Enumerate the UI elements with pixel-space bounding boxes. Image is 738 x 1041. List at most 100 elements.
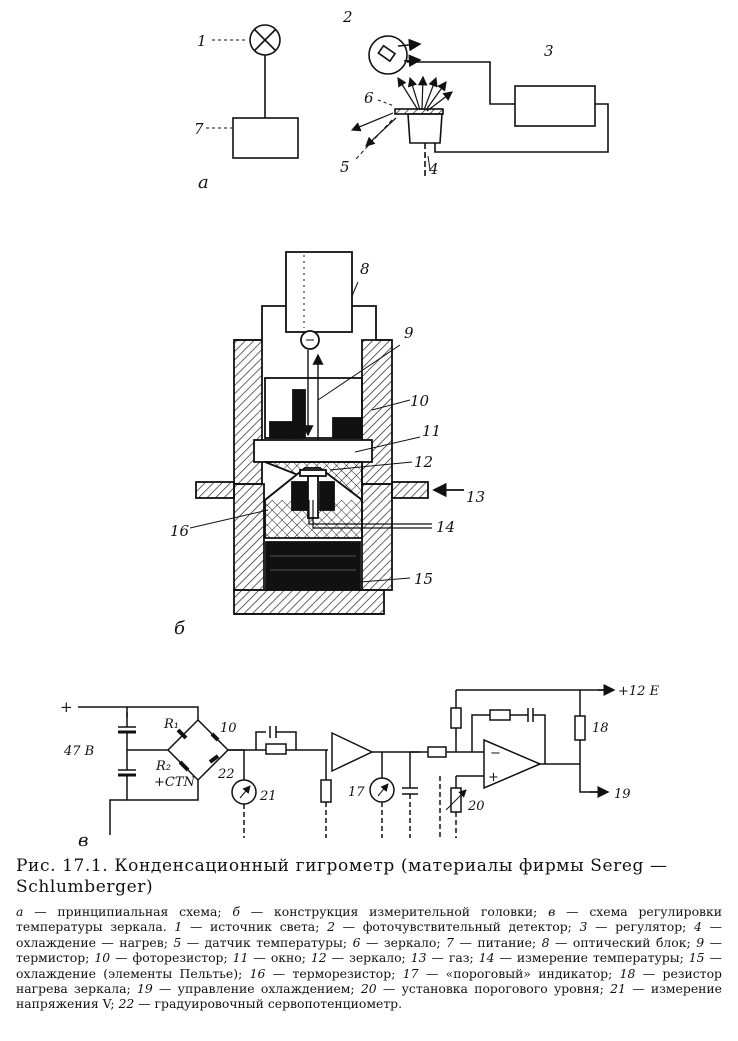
label-15: 15	[414, 570, 433, 588]
legend-text: — установка порогового уровня;	[376, 981, 611, 997]
legend-text: — резистор нагрева зеркала;	[16, 965, 722, 997]
legend-key: 4	[694, 919, 702, 935]
panel-b-labels: 8 9 10 11 12 13 14 15 16 б	[170, 260, 485, 639]
legend-text: — принципиальная схема;	[23, 904, 233, 919]
legend-key: 9	[696, 934, 705, 950]
legend-key: 21	[610, 981, 626, 997]
panel-v	[78, 684, 616, 838]
legend-key: б	[232, 904, 240, 919]
label-20: 20	[467, 799, 485, 814]
legend-key: 12	[310, 950, 327, 966]
legend-key: в	[548, 904, 556, 919]
legend-key: а	[16, 904, 24, 919]
panel-b	[189, 251, 464, 615]
legend-text: — источник света;	[182, 919, 328, 935]
opamp-triangle	[483, 738, 542, 790]
gas-inlet-right	[391, 481, 429, 499]
gas-inlet-left	[195, 481, 235, 499]
label-18: 18	[592, 721, 609, 736]
figure-caption-legend: а — принципиальная схема; б — конструкци…	[16, 904, 722, 1012]
legend-key: 1	[174, 919, 183, 935]
label-7: 7	[194, 120, 204, 138]
label-14: 14	[436, 518, 455, 536]
panel-b-label: б	[174, 618, 186, 639]
photoresistor-left	[292, 389, 306, 439]
mirror-assembly	[350, 75, 453, 176]
label-2: 2	[342, 8, 353, 26]
label-12: 12	[414, 453, 433, 471]
legend-text: — зеркало;	[360, 934, 447, 950]
legend-key: 10	[94, 950, 111, 966]
legend-key: 22	[118, 996, 135, 1012]
legend-text: — охлаждение — нагрев;	[16, 919, 723, 950]
label-ctn: +CTN	[154, 775, 196, 790]
light-source-lamp	[249, 24, 281, 118]
panel-a-labels: 1 2 3 4 5 6 7 а	[194, 8, 554, 193]
label-10-circuit: 10	[220, 721, 237, 736]
legend-text: — градуировочный сервопотенциометр.	[134, 996, 403, 1012]
legend-text: — управление охлаждением;	[152, 981, 361, 997]
plus-label: +	[60, 698, 73, 716]
legend-key: 6	[352, 934, 361, 950]
photodetector	[368, 35, 422, 75]
panel-a-label: а	[198, 172, 209, 193]
legend-key: 19	[136, 981, 153, 997]
legend-text: — оптический блок;	[549, 934, 697, 950]
label-19: 19	[614, 787, 631, 802]
threshold-indicator-17	[369, 777, 395, 803]
legend-key: 13	[410, 950, 427, 966]
heater-resistor-18	[574, 715, 586, 741]
legend-key: 14	[478, 950, 495, 966]
legend-text: — «пороговый» индикатор;	[418, 965, 620, 981]
legend-text: — регулятор;	[587, 919, 695, 935]
legend-key: 11	[232, 950, 249, 966]
peltier-elements	[265, 541, 361, 591]
label-22: 22	[217, 767, 235, 782]
label-6: 6	[364, 89, 374, 107]
legend-key: 17	[402, 965, 419, 981]
legend-text: — измерение напряжения V;	[16, 981, 723, 1012]
legend-text: — питание;	[453, 934, 542, 950]
label-9: 9	[404, 324, 414, 342]
label-r1: R₁	[163, 717, 179, 732]
label-r2: R₂	[155, 759, 171, 774]
label-11: 11	[422, 422, 441, 440]
legend-text: — датчик температуры;	[181, 934, 353, 950]
legend-key: 16	[249, 965, 266, 981]
label-21: 21	[259, 789, 277, 804]
legend-key: 2	[327, 919, 335, 935]
thermistor-block	[291, 481, 309, 511]
amplifier-triangle	[331, 731, 374, 773]
label-4: 4	[428, 160, 439, 178]
housing-base	[233, 589, 385, 615]
panel-v-labels: + 47 В R₁ R₂ +CTN 10 22 21 17 18 19 20 +…	[60, 684, 660, 851]
window-plate	[253, 439, 373, 463]
label-plus12: +12 Е	[618, 684, 660, 699]
optical-block	[285, 251, 353, 333]
label-16: 16	[170, 522, 190, 540]
voltmeter-21	[231, 779, 257, 805]
legend-key: 18	[619, 965, 636, 981]
legend-text: — конструкция измерительной головки;	[240, 904, 549, 919]
legend-key: 20	[360, 981, 377, 997]
legend-text: — измерение температуры;	[494, 950, 689, 966]
legend-text: — газ;	[426, 950, 479, 966]
legend-key: 5	[173, 934, 182, 950]
legend-text: — окно;	[248, 950, 311, 966]
regulator-box	[514, 85, 596, 127]
voltage-label: 47 В	[63, 744, 94, 759]
legend-key: 15	[688, 950, 705, 966]
legend-key: 7	[446, 934, 454, 950]
legend-text: — терморезистор;	[265, 965, 403, 981]
legend-text: — фоторезистор;	[110, 950, 233, 966]
label-10: 10	[410, 392, 430, 410]
label-13: 13	[466, 488, 485, 506]
label-17: 17	[348, 785, 365, 800]
legend-text: — фоточувствительный детектор;	[334, 919, 580, 935]
panel-a	[206, 24, 609, 176]
legend-text: — схема регулировки температуры зеркала.	[16, 904, 723, 935]
figure-caption-title: Рис. 17.1. Конденсационный гигрометр (ма…	[16, 856, 668, 897]
label-3: 3	[544, 42, 554, 60]
label-1: 1	[197, 32, 207, 50]
